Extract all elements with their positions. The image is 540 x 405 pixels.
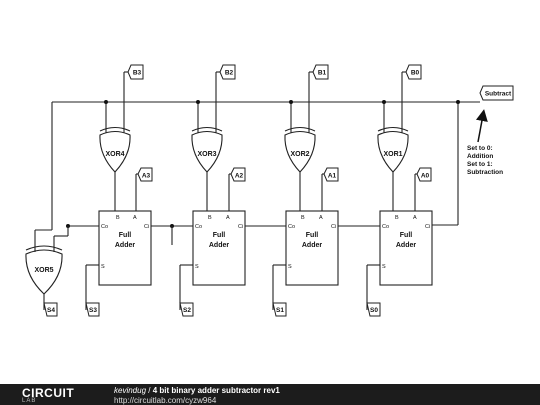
svg-text:Co: Co (101, 224, 108, 230)
svg-text:Full: Full (400, 232, 412, 239)
svg-text:Ci: Ci (425, 224, 430, 230)
overflow-section: XOR5 S4 (25, 229, 68, 317)
svg-text:XOR2: XOR2 (290, 151, 309, 158)
bit-slice-2: B2 XOR3 A2 B A Co Ci S Full Adder S2 (179, 64, 246, 317)
full-adder-0 (379, 210, 433, 286)
svg-text:S: S (288, 264, 292, 270)
svg-text:B: B (116, 215, 120, 221)
full-adder-3 (98, 210, 152, 286)
carry-chain (66, 224, 380, 245)
schematic-caption: kevindug / 4 bit binary adder subtractor… (114, 386, 280, 395)
output-tag-s3 (85, 302, 100, 317)
svg-text:B: B (208, 215, 212, 221)
control-arrow (476, 109, 488, 143)
svg-text:B1: B1 (318, 70, 327, 77)
svg-text:Full: Full (213, 232, 225, 239)
control-bus (51, 100, 480, 230)
svg-text:Adder: Adder (302, 242, 323, 249)
svg-text:S: S (195, 264, 199, 270)
svg-text:A0: A0 (421, 173, 430, 180)
svg-text:A: A (226, 215, 230, 221)
svg-text:Ci: Ci (144, 224, 149, 230)
schematic-url[interactable]: http://circuitlab.com/cyzw964 (114, 396, 217, 405)
bit-slice-1: B1 XOR2 A1 B A Co Ci S Full Adder S1 (272, 64, 339, 317)
svg-text:Adder: Adder (396, 242, 417, 249)
mode-note: Set to 0: Addition Set to 1: Subtraction (467, 145, 503, 176)
svg-text:XOR1: XOR1 (383, 151, 402, 158)
full-adder-2 (192, 210, 246, 286)
input-tag-a2[interactable] (230, 167, 246, 182)
svg-text:Co: Co (195, 224, 202, 230)
svg-text:Adder: Adder (115, 242, 136, 249)
svg-text:Adder: Adder (209, 242, 230, 249)
output-tag-s1 (272, 302, 287, 317)
svg-text:A: A (413, 215, 417, 221)
svg-text:S4: S4 (47, 307, 55, 314)
svg-text:A2: A2 (235, 173, 244, 180)
schematic-title: 4 bit binary adder subtractor rev1 (152, 386, 280, 395)
xor-gate-3 (191, 130, 223, 173)
input-tag-b3[interactable] (127, 64, 144, 80)
svg-text:Set to 1:: Set to 1: (467, 161, 493, 168)
full-adder-1 (285, 210, 339, 286)
svg-text:A3: A3 (142, 173, 151, 180)
svg-text:S3: S3 (89, 307, 97, 314)
svg-text:Full: Full (119, 232, 131, 239)
svg-text:B: B (395, 215, 399, 221)
circuitlab-logo-sub: LAB (22, 398, 37, 404)
svg-text:Ci: Ci (331, 224, 336, 230)
svg-text:B: B (301, 215, 305, 221)
svg-text:XOR4: XOR4 (105, 151, 124, 158)
svg-text:B3: B3 (133, 70, 142, 77)
svg-text:S1: S1 (276, 307, 284, 314)
svg-text:A: A (133, 215, 137, 221)
svg-text:A: A (319, 215, 323, 221)
svg-text:Co: Co (382, 224, 389, 230)
xor-gate-4 (99, 130, 131, 173)
input-tag-a0[interactable] (416, 167, 432, 182)
svg-text:S2: S2 (183, 307, 191, 314)
output-tag-s4 (43, 302, 58, 317)
bit-slice-3: B3 XOR4 A3 B A Co Ci S Full Adder S3 (85, 64, 153, 317)
bit-slice-0: B0 XOR1 A0 B A Co Ci S Full Adder S0 (366, 64, 433, 317)
svg-text:Full: Full (306, 232, 318, 239)
svg-text:Subtraction: Subtraction (467, 169, 503, 176)
svg-text:B2: B2 (225, 70, 234, 77)
author-link[interactable]: kevindug (114, 386, 147, 395)
subtract-input-tag[interactable]: Subtract (479, 85, 514, 101)
xor-gate-2 (284, 130, 316, 173)
input-tag-b2[interactable] (219, 64, 236, 80)
xor-gate-1 (377, 130, 409, 173)
svg-text:Subtract: Subtract (485, 91, 512, 98)
caption-separator: / (146, 386, 153, 395)
xor-gate-5 (25, 249, 63, 295)
svg-text:XOR3: XOR3 (197, 151, 216, 158)
svg-text:Set to 0:: Set to 0: (467, 145, 493, 152)
svg-text:S: S (101, 264, 105, 270)
svg-text:Addition: Addition (467, 153, 493, 160)
output-tag-s0 (366, 302, 381, 317)
svg-text:S: S (382, 264, 386, 270)
input-tag-b0[interactable] (405, 64, 422, 80)
svg-text:S0: S0 (370, 307, 378, 314)
input-tag-a1[interactable] (323, 167, 339, 182)
output-tag-s2 (179, 302, 194, 317)
svg-text:Ci: Ci (238, 224, 243, 230)
input-tag-b1[interactable] (312, 64, 329, 80)
footer-bar (0, 384, 540, 405)
svg-text:XOR5: XOR5 (34, 267, 53, 274)
circuitlab-logo[interactable]: CIRCUIT (22, 386, 75, 400)
svg-text:Co: Co (288, 224, 295, 230)
input-tag-a3[interactable] (137, 167, 153, 182)
svg-text:A1: A1 (328, 173, 337, 180)
svg-text:B0: B0 (411, 70, 420, 77)
